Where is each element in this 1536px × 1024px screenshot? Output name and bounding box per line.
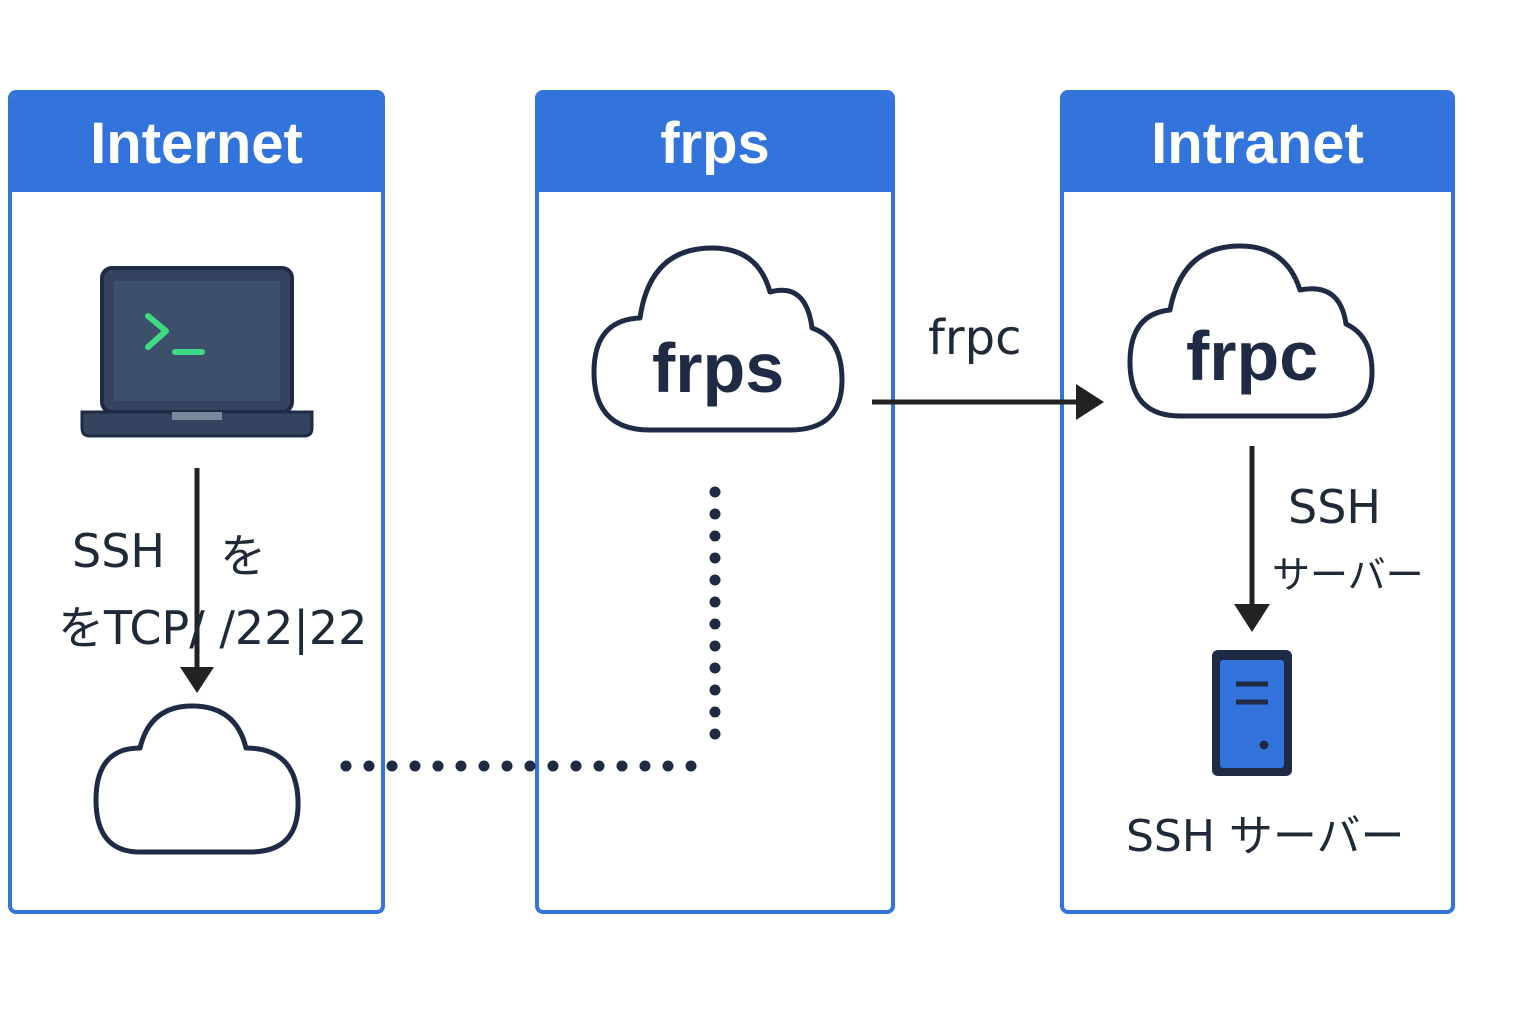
tunnel-dot	[570, 760, 582, 772]
tunnel-dot	[409, 760, 421, 772]
dotted-tunnel-line	[340, 486, 721, 772]
cloud-icon	[93, 703, 301, 855]
server-icon	[1212, 650, 1292, 776]
tunnel-dot	[709, 684, 721, 696]
tunnel-dot	[709, 530, 721, 542]
frpc-cloud-label: frpc	[1186, 317, 1319, 395]
tunnel-dot	[524, 760, 536, 772]
tunnel-dot	[709, 662, 721, 674]
tunnel-dot	[386, 760, 398, 772]
tunnel-dot	[709, 596, 721, 608]
tunnel-dot	[709, 728, 721, 740]
tunnel-dot	[662, 760, 674, 772]
tunnel-dot	[455, 760, 467, 772]
tunnel-dot	[709, 618, 721, 630]
tunnel-dot	[363, 760, 375, 772]
tunnel-dot	[709, 552, 721, 564]
tunnel-dot	[709, 508, 721, 520]
tunnel-dot	[709, 640, 721, 652]
ssh-arrow-right	[1234, 446, 1270, 632]
panel-internet-title: Internet	[12, 94, 381, 192]
panel-intranet-title: Intranet	[1064, 94, 1451, 192]
tunnel-dot	[616, 760, 628, 772]
tunnel-dot	[709, 486, 721, 498]
frpc-arrow	[872, 384, 1104, 420]
frps-cloud-icon	[591, 245, 845, 433]
tunnel-dot	[593, 760, 605, 772]
tcp-route-label: をTCP/ /22|22	[58, 601, 368, 655]
terminal-laptop-icon	[80, 266, 314, 438]
frpc-arrow-label: frpc	[928, 310, 1022, 366]
panel-frps: frps	[535, 90, 895, 914]
frpc-cloud-icon	[1127, 243, 1375, 419]
wo-label: を	[220, 529, 266, 583]
tunnel-dot	[432, 760, 444, 772]
ssh-right-line1: SSH	[1288, 480, 1381, 534]
ssh-arrow-left	[180, 468, 214, 693]
ssh-label-left: SSH	[72, 524, 165, 578]
ssh-server-caption: SSH サーバー	[1126, 811, 1405, 862]
tunnel-dot	[547, 760, 559, 772]
panel-intranet: Intranet	[1060, 90, 1455, 914]
tunnel-dot	[501, 760, 513, 772]
panel-frps-title: frps	[539, 94, 891, 192]
ssh-right-line2: サーバー	[1272, 553, 1424, 597]
tunnel-dot	[685, 760, 697, 772]
tunnel-dot	[639, 760, 651, 772]
tunnel-dot	[709, 706, 721, 718]
tunnel-dot	[709, 574, 721, 586]
tunnel-dot	[478, 760, 490, 772]
tunnel-dot	[340, 760, 352, 772]
frps-cloud-label: frps	[652, 329, 785, 407]
